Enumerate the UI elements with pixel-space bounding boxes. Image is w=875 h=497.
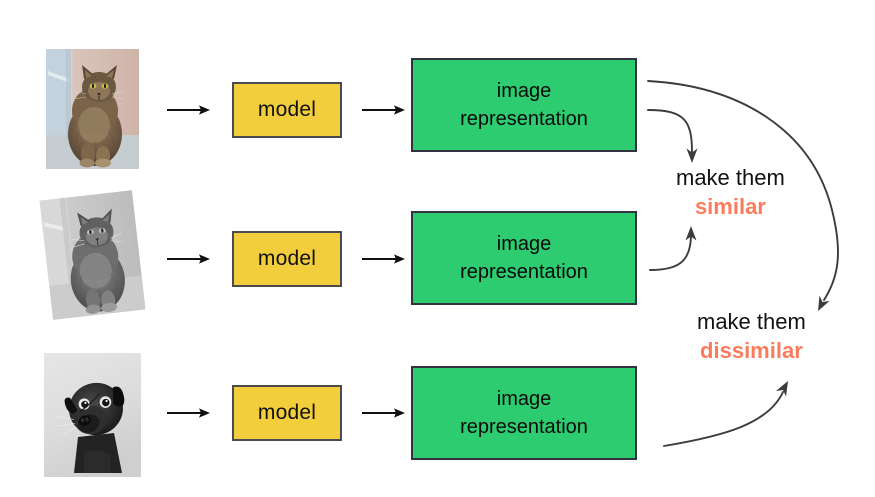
model-box-2-label: model xyxy=(257,247,317,270)
goal-similar-line2: similar xyxy=(694,194,766,220)
representation-box-3-line1: image xyxy=(496,387,552,410)
arrow-model2-to-representation2 xyxy=(361,248,407,270)
model-box-1[interactable]: model xyxy=(232,82,342,138)
arrow-image2-to-model2 xyxy=(166,248,212,270)
goal-label-dissimilar: make them dissimilar xyxy=(697,307,806,365)
representation-box-1-line2: representation xyxy=(460,108,588,130)
curve-rep1-to-similar xyxy=(647,109,698,163)
model-box-3[interactable]: model xyxy=(232,385,342,441)
representation-box-1[interactable]: image representation xyxy=(411,58,637,152)
goal-dissimilar-line2: dissimilar xyxy=(700,338,803,364)
representation-box-2[interactable]: image representation xyxy=(411,211,637,305)
model-box-3-label: model xyxy=(257,401,317,424)
goal-label-similar: make them similar xyxy=(676,163,785,221)
input-image-1-tabby-cat-color xyxy=(46,49,139,169)
arrow-model3-to-representation3 xyxy=(361,402,407,424)
goal-dissimilar-line1: make them xyxy=(697,309,806,334)
arrow-model1-to-representation1 xyxy=(361,99,407,121)
curve-rep3-to-dissimilar xyxy=(663,381,788,447)
representation-box-2-line1: image xyxy=(496,232,552,255)
goal-similar-line1: make them xyxy=(676,165,785,190)
model-box-2[interactable]: model xyxy=(232,231,342,287)
arrow-image1-to-model1 xyxy=(166,99,212,121)
representation-box-3[interactable]: image representation xyxy=(411,366,637,460)
model-box-1-label: model xyxy=(257,98,317,121)
representation-box-2-line2: representation xyxy=(460,261,588,283)
input-image-2-tabby-cat-grayscale-rotated xyxy=(39,190,146,320)
input-image-3-pug-dog-grayscale xyxy=(44,353,141,477)
representation-box-3-line2: representation xyxy=(460,416,588,438)
arrow-image3-to-model3 xyxy=(166,402,212,424)
curve-rep2-to-similar xyxy=(649,226,697,271)
representation-box-1-line1: image xyxy=(496,79,552,102)
